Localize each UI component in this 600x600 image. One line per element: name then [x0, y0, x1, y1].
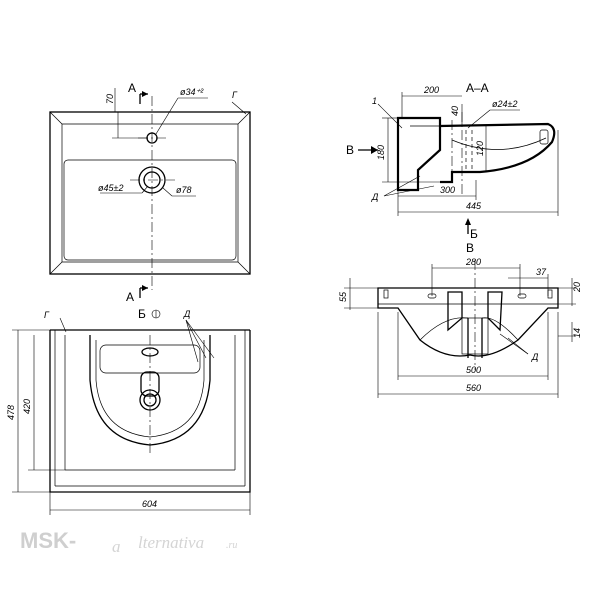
front-view: Б Д Г 478 420 — [6, 307, 251, 515]
hole-24-label: ø24±2 — [492, 99, 517, 109]
dim-420: 420 — [22, 399, 32, 414]
watermark-brand-right: lternativa — [138, 533, 204, 552]
watermark-brand-suffix: .ru — [226, 540, 237, 551]
dim-70: 70 — [105, 94, 115, 104]
section-bowl — [439, 122, 556, 184]
dim-20: 20 — [572, 282, 582, 293]
view-b-arrow-section: Б — [470, 227, 478, 241]
view-v-title: В — [466, 241, 474, 255]
dim-280: 280 — [465, 257, 481, 267]
dim-40: 40 — [450, 106, 460, 116]
top-view: А А 70 ø34⁺² Г ø45±2 ø78 — [49, 81, 251, 304]
drain-45-label: ø45±2 — [98, 183, 123, 193]
dim-300: 300 — [440, 185, 455, 195]
dim-55: 55 — [338, 291, 348, 302]
section-back-wall — [396, 116, 442, 192]
dim-37: 37 — [536, 267, 547, 277]
dim-180: 180 — [376, 145, 386, 160]
dim-120: 120 — [475, 141, 485, 156]
section-a-label-bottom: А — [126, 290, 134, 304]
dim-445: 445 — [466, 201, 482, 211]
view-b-label: Б — [138, 307, 146, 321]
dim-200: 200 — [423, 85, 439, 95]
hole-34-label: ø34⁺² — [180, 87, 204, 97]
section-aa-title: А–А — [466, 81, 489, 95]
section-aa: А–А В 180 200 40 120 ø24±2 — [346, 81, 559, 241]
label-d-view-v: Д — [531, 352, 539, 362]
dim-500: 500 — [466, 365, 481, 375]
label-g-front: Г — [44, 310, 50, 320]
label-d-front: Д — [183, 309, 191, 319]
watermark: MSK- a lternativa .ru — [20, 528, 237, 556]
watermark-brand-left: MSK- — [20, 528, 76, 553]
dim-560: 560 — [466, 383, 481, 393]
dim-478: 478 — [6, 405, 16, 420]
section-a-label-top: А — [128, 81, 136, 95]
view-v: В 280 37 55 20 — [338, 241, 582, 398]
label-g-top: Г — [232, 90, 238, 100]
label-d-section: Д — [371, 192, 379, 202]
basin-outline-top — [49, 111, 251, 275]
basin-outline-front — [49, 330, 251, 493]
bowl-outline-top — [63, 159, 237, 261]
watermark-brand-mark: a — [112, 537, 121, 556]
label-1: 1 — [372, 96, 377, 106]
view-v-arrow: В — [346, 143, 354, 157]
dim-604: 604 — [142, 499, 157, 509]
drain-78-label: ø78 — [176, 185, 192, 195]
dim-14: 14 — [572, 328, 582, 338]
